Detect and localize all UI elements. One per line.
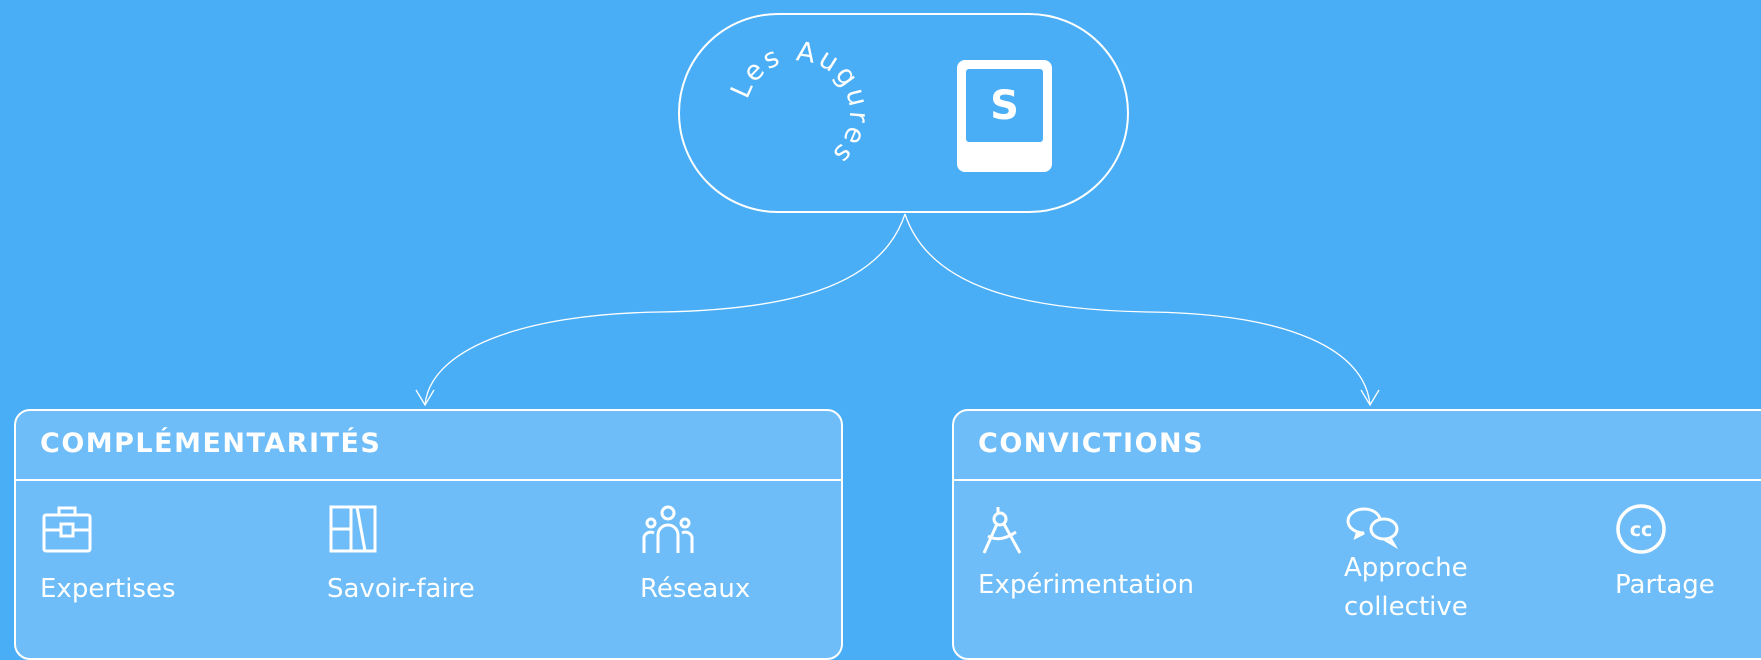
connector-left xyxy=(424,213,906,406)
drawing-compass-icon xyxy=(982,507,1022,554)
les-augures-circular-logo: Les Augures xyxy=(725,36,874,171)
item-label: Expérimentation xyxy=(978,570,1194,600)
app-tile-logo: S xyxy=(957,60,1052,172)
item-label: Expertises xyxy=(40,574,176,604)
arrowhead-right xyxy=(1360,389,1380,407)
app-tile-letter: S xyxy=(990,82,1019,129)
briefcase-icon xyxy=(42,506,92,553)
chat-bubbles-icon xyxy=(1346,507,1399,550)
card-header: CONVICTIONS xyxy=(954,411,1761,481)
logo-pill: Les Augures S xyxy=(678,13,1129,213)
layout-panels-icon xyxy=(329,505,377,553)
card-convictions: CONVICTIONS Expérimentation Approche col… xyxy=(952,409,1761,660)
card-title: COMPLÉMENTARITÉS xyxy=(40,428,382,459)
people-group-icon xyxy=(642,505,694,553)
card-complementarites: COMPLÉMENTARITÉS Expertises Savoir-faire xyxy=(14,409,843,660)
app-tile-screen: S xyxy=(966,69,1043,142)
item-label: Réseaux xyxy=(640,574,751,604)
arrowhead-left xyxy=(415,389,435,407)
item-label: Savoir-faire xyxy=(327,574,475,604)
item-label: Approche collective xyxy=(1344,553,1468,622)
connector-right xyxy=(904,213,1371,406)
card-header: COMPLÉMENTARITÉS xyxy=(16,411,841,481)
svg-text:cc: cc xyxy=(1630,519,1653,541)
svg-text:Les Augures: Les Augures xyxy=(725,36,874,171)
item-label: Partage xyxy=(1615,570,1715,600)
creative-commons-icon: cc xyxy=(1616,504,1666,554)
card-title: CONVICTIONS xyxy=(978,428,1205,459)
